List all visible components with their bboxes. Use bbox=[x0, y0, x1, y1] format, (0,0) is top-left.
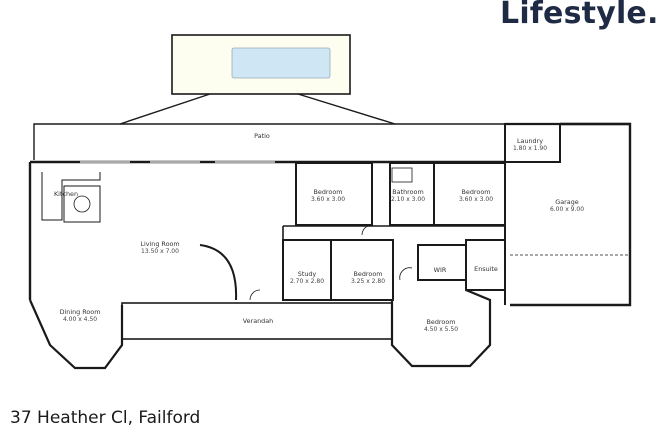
room-label-verandah: Verandah bbox=[243, 317, 273, 325]
room-dims: 2.10 x 3.00 bbox=[390, 196, 426, 203]
room-name: Patio bbox=[254, 132, 270, 140]
room-dims: 6.00 x 9.00 bbox=[549, 206, 585, 213]
kitchen-island bbox=[63, 185, 101, 223]
room-label-garage: Garage 6.00 x 9.00 bbox=[550, 198, 584, 214]
room-label-dining: Dining Room 4.00 x 4.50 bbox=[60, 308, 101, 324]
room-dims: 4.50 x 5.50 bbox=[423, 326, 459, 333]
brand-logo: Lifestyle. bbox=[500, 0, 659, 31]
room-name: Bathroom bbox=[392, 188, 424, 196]
bedroom1-walls bbox=[295, 162, 373, 226]
room-label-bathroom: Bathroom 2.10 x 3.00 bbox=[391, 188, 425, 204]
property-address: 37 Heather Cl, Failford bbox=[10, 408, 201, 428]
garage-walls bbox=[510, 122, 632, 307]
room-name: WIR bbox=[433, 266, 447, 274]
room-name: Garage bbox=[555, 198, 579, 206]
room-label-kitchen: Kitchen bbox=[54, 190, 78, 198]
room-name: Study bbox=[297, 270, 317, 278]
room-label-bedroom2: Bedroom 3.60 x 3.00 bbox=[459, 188, 493, 204]
room-label-study: Study 2.70 x 2.80 bbox=[290, 270, 324, 286]
room-dims: 4.00 x 4.50 bbox=[62, 316, 98, 323]
room-label-laundry: Laundry 1.80 x 1.90 bbox=[513, 137, 547, 153]
room-dims: 1.80 x 1.90 bbox=[512, 145, 548, 152]
room-name: Verandah bbox=[242, 317, 274, 325]
room-label-ensuite: Ensuite bbox=[474, 265, 498, 273]
room-label-wir: WIR bbox=[434, 266, 447, 274]
room-label-bedroom3: Bedroom 3.25 x 2.80 bbox=[351, 270, 385, 286]
bedroom4-bay bbox=[390, 288, 492, 368]
pool-water bbox=[231, 47, 331, 79]
patio-outline bbox=[33, 123, 505, 160]
room-dims: 3.25 x 2.80 bbox=[350, 278, 386, 285]
room-name: Bedroom bbox=[353, 270, 383, 278]
bedroom3-walls bbox=[330, 239, 394, 301]
room-dims: 13.50 x 7.00 bbox=[141, 248, 179, 255]
room-label-patio: Patio bbox=[254, 132, 270, 140]
room-name: Kitchen bbox=[53, 190, 79, 198]
room-name: Laundry bbox=[516, 137, 544, 145]
room-label-bedroom1: Bedroom 3.60 x 3.00 bbox=[311, 188, 345, 204]
room-name: Living Room bbox=[140, 240, 180, 248]
room-dims: 2.70 x 2.80 bbox=[289, 278, 325, 285]
room-name: Dining Room bbox=[59, 308, 101, 316]
room-name: Bedroom bbox=[313, 188, 343, 196]
room-name: Bedroom bbox=[426, 318, 456, 326]
room-dims: 3.60 x 3.00 bbox=[310, 196, 346, 203]
room-dims: 3.60 x 3.00 bbox=[458, 196, 494, 203]
wir-walls bbox=[417, 244, 467, 281]
room-name: Ensuite bbox=[474, 265, 498, 273]
room-label-living: Living Room 13.50 x 7.00 bbox=[140, 240, 179, 256]
room-label-bedroom4: Bedroom 4.50 x 5.50 bbox=[424, 318, 458, 334]
room-name: Bedroom bbox=[461, 188, 491, 196]
